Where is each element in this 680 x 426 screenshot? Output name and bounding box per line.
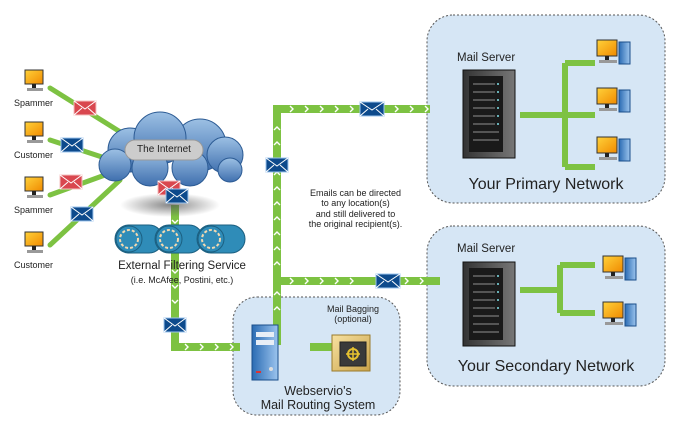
secondary-server-label: Mail Server — [457, 243, 516, 255]
secondary-mail-server-icon — [462, 261, 516, 347]
mail-envelope-icon — [165, 188, 189, 204]
spam-envelope-icon — [59, 174, 83, 190]
mail-envelope-icon — [265, 157, 289, 173]
mail-bagging-safe-icon — [331, 334, 371, 372]
lan-lines — [520, 60, 595, 316]
computer-icon — [24, 176, 44, 198]
mail-envelope-icon — [375, 273, 401, 289]
mail-envelope-icon — [60, 137, 84, 153]
workstation-icon — [602, 255, 637, 281]
routing-system-label: Webservio's Mail Routing System — [248, 384, 388, 413]
note-line: Emails can be directed — [309, 188, 402, 198]
mail-envelope-icon — [359, 101, 385, 117]
computer-icon — [24, 121, 44, 143]
envelopes — [59, 100, 401, 333]
note-line: the original recipient(s). — [308, 219, 403, 230]
primary-mail-server-icon — [462, 69, 516, 159]
mail-envelope-icon — [70, 206, 94, 222]
bagging-optional: (optional) — [334, 314, 372, 325]
filter-turbines — [114, 224, 246, 254]
client-workstations — [596, 39, 637, 327]
workstation-icon — [596, 39, 631, 65]
turbine-icon — [196, 224, 246, 254]
routing-server-icon — [251, 324, 279, 381]
secondary-network-label: Your Secondary Network — [457, 358, 635, 375]
computer-icon — [24, 231, 44, 253]
workstation-icon — [596, 136, 631, 162]
internet-label: The Internet — [137, 144, 191, 155]
note-line: to any location(s) — [321, 198, 390, 209]
sender-label: Spammer — [14, 205, 54, 215]
cloud-shadow — [120, 193, 220, 217]
mail-envelope-icon — [163, 317, 187, 333]
filtering-service-title: External Filtering Service — [118, 260, 246, 272]
primary-network-label: Your Primary Network — [468, 176, 624, 193]
bagging-title: Mail Bagging — [326, 304, 380, 314]
filtering-service-subtitle: (i.e. McAfee, Postini, etc.) — [130, 275, 234, 285]
spam-envelope-icon — [73, 100, 97, 116]
flow-chevrons — [171, 105, 429, 351]
routing-note: Emails can be directed to any location(s… — [283, 188, 428, 229]
workstation-icon — [602, 301, 637, 327]
routing-title-line: Webservio's — [284, 384, 352, 398]
primary-server-label: Mail Server — [457, 52, 516, 64]
turbine-icon — [114, 224, 164, 254]
note-line: and still delivered to — [315, 208, 396, 219]
mail-bagging-label: Mail Bagging (optional) — [323, 304, 383, 325]
sender-label: Spammer — [14, 98, 54, 108]
turbine-icon — [154, 224, 204, 254]
sender-label: Customer — [14, 260, 54, 270]
internet-label-bg — [124, 139, 204, 161]
workstation-icon — [596, 87, 631, 113]
sender-computers — [24, 69, 44, 253]
computer-icon — [24, 69, 44, 91]
routing-title-line: Mail Routing System — [260, 398, 376, 413]
sender-label: Customer — [14, 150, 54, 160]
